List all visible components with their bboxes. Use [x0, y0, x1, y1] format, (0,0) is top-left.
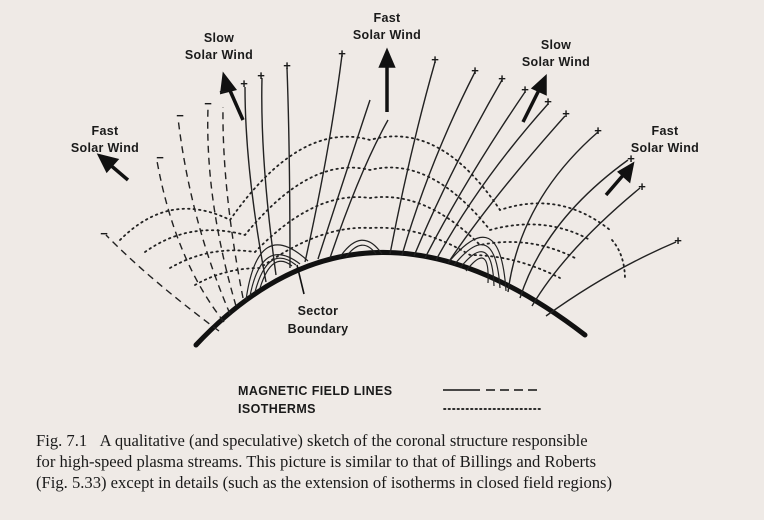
- svg-text:Fast: Fast: [374, 11, 401, 25]
- svg-text:Boundary: Boundary: [288, 322, 349, 336]
- plus-sign: +: [338, 46, 346, 61]
- open-field-lines-negative: [105, 106, 244, 332]
- plus-sign: +: [562, 106, 570, 121]
- minus-sign: −: [219, 84, 227, 99]
- wind-label-slow-right: Slow Solar Wind: [522, 38, 590, 69]
- svg-text:Solar Wind: Solar Wind: [631, 141, 699, 155]
- svg-text:Solar Wind: Solar Wind: [522, 55, 590, 69]
- figure-caption: Fig. 7.1 A qualitative (and speculative)…: [36, 430, 746, 493]
- svg-text:Sector: Sector: [298, 304, 339, 318]
- open-field-lines-positive: [244, 54, 677, 317]
- svg-text:Slow: Slow: [541, 38, 571, 52]
- plus-sign: +: [240, 76, 248, 91]
- minus-sign: −: [176, 108, 184, 123]
- solar-limb: [193, 250, 588, 348]
- plus-sign: +: [594, 123, 602, 138]
- svg-text:Solar Wind: Solar Wind: [353, 28, 421, 42]
- plus-sign: +: [257, 68, 265, 83]
- svg-text:Fast: Fast: [652, 124, 679, 138]
- caption-line-1: Fig. 7.1 A qualitative (and speculative)…: [36, 430, 746, 451]
- minus-sign: −: [204, 96, 212, 111]
- plus-sign: +: [498, 71, 506, 86]
- closed-field-loops: [245, 236, 507, 301]
- plus-sign: +: [544, 94, 552, 109]
- caption-line-3: (Fig. 5.33) except in details (such as t…: [36, 473, 613, 492]
- caption-fig-number: Fig. 7.1: [36, 431, 88, 450]
- wind-arrows: [96, 47, 635, 197]
- legend: MAGNETIC FIELD LINES ISOTHERMS: [238, 384, 541, 416]
- plus-sign: +: [674, 233, 682, 248]
- plus-sign: +: [638, 179, 646, 194]
- svg-text:Solar Wind: Solar Wind: [185, 48, 253, 62]
- sector-boundary-pointer: [296, 264, 305, 295]
- svg-text:Slow: Slow: [204, 31, 234, 45]
- isotherm-curves: [119, 135, 626, 286]
- svg-text:Solar Wind: Solar Wind: [71, 141, 139, 155]
- plus-sign: +: [471, 63, 479, 78]
- wind-label-slow-left: Slow Solar Wind: [185, 31, 253, 62]
- polarity-signs: − − − − − + + + + + + + + + + + + + +: [100, 46, 682, 248]
- minus-sign: −: [156, 150, 164, 165]
- plus-sign: +: [627, 151, 635, 166]
- plus-sign: +: [283, 58, 291, 73]
- wind-label-fast-center: Fast Solar Wind: [353, 11, 421, 42]
- caption-line-2: for high-speed plasma streams. This pict…: [36, 452, 597, 471]
- caption-text-1: A qualitative (and speculative) sketch o…: [99, 431, 588, 450]
- legend-isotherms-label: ISOTHERMS: [238, 402, 316, 416]
- minus-sign: −: [100, 226, 108, 241]
- svg-text:Fast: Fast: [92, 124, 119, 138]
- wind-label-fast-right: Fast Solar Wind: [631, 124, 699, 155]
- plus-sign: +: [431, 52, 439, 67]
- wind-label-fast-left: Fast Solar Wind: [71, 124, 139, 155]
- sector-boundary-label: Sector Boundary: [288, 304, 349, 336]
- legend-field-lines-label: MAGNETIC FIELD LINES: [238, 384, 393, 398]
- plus-sign: +: [521, 82, 529, 97]
